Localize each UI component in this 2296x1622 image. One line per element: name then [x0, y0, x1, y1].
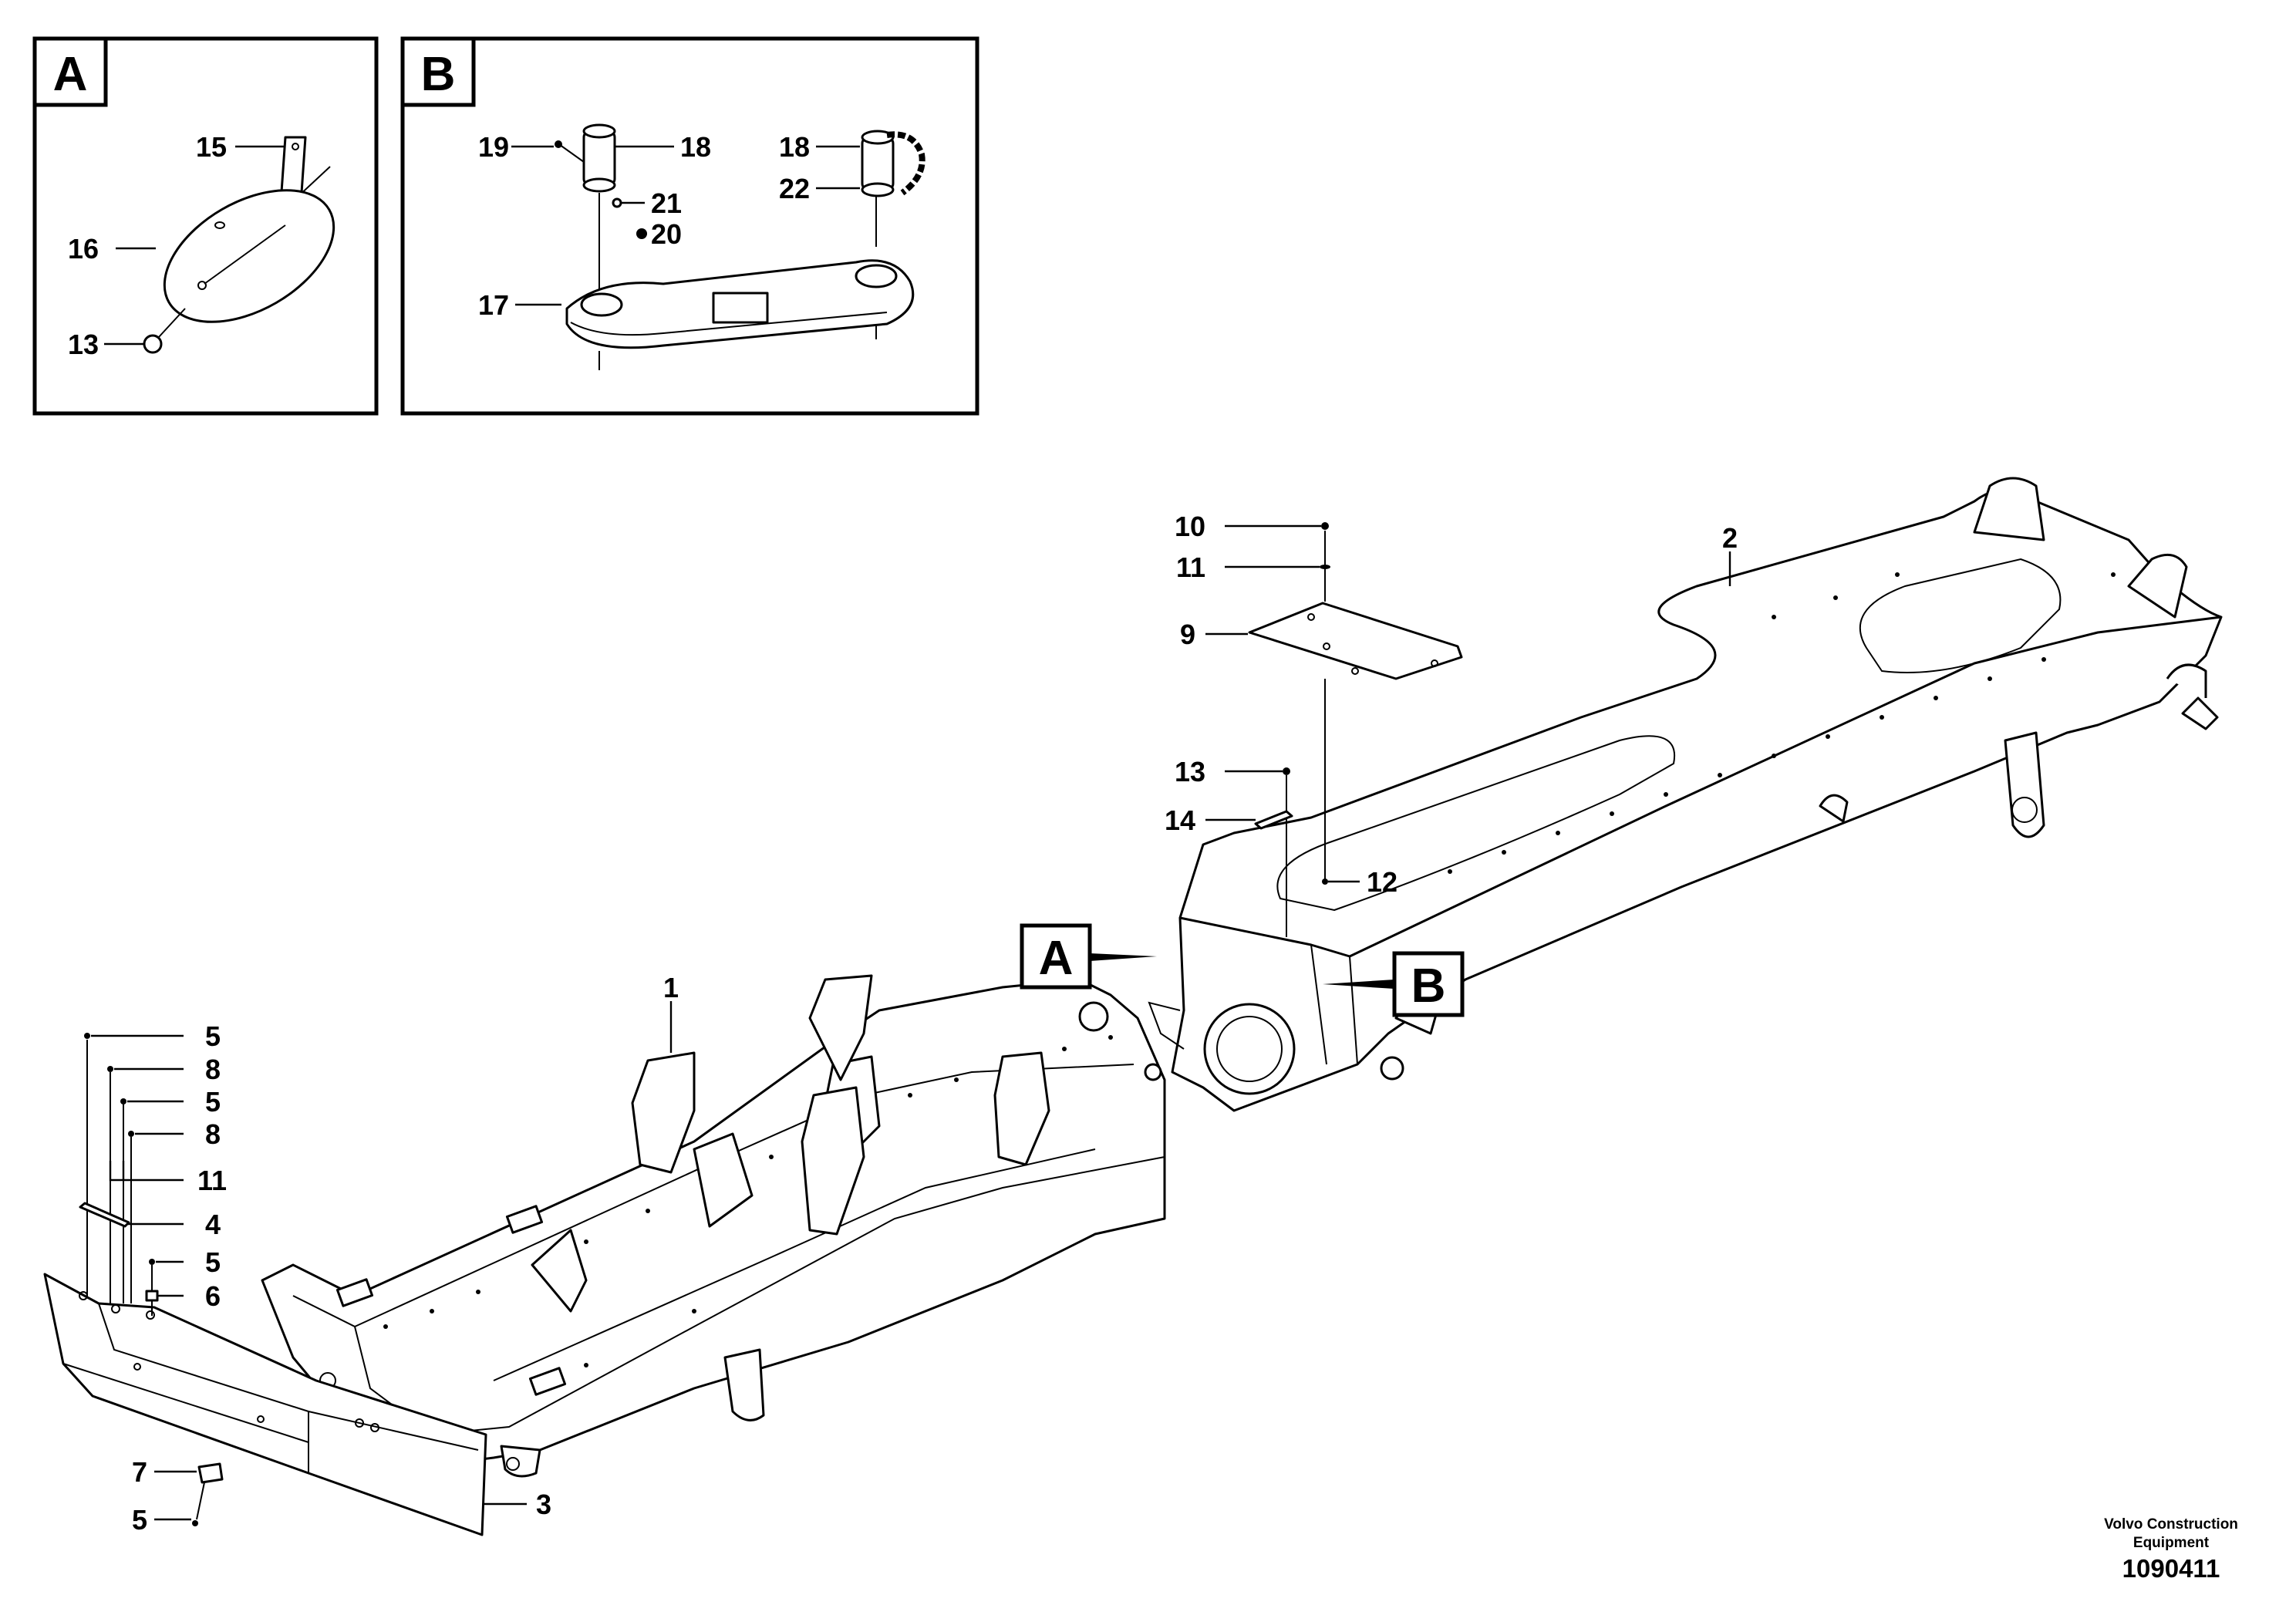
callout-9: 9: [1180, 619, 1195, 650]
callout-3: 3: [536, 1489, 551, 1520]
front-frame-bolt-pattern: [383, 1035, 1113, 1367]
detail-a-label-box: [32, 36, 108, 107]
callout-17: 17: [478, 289, 509, 321]
callout-18-right: 18: [779, 131, 810, 163]
washer-part-8-b: [128, 1131, 134, 1137]
callout-5-c: 5: [205, 1246, 221, 1278]
callout-19: 19: [478, 131, 509, 163]
callout-7: 7: [132, 1456, 147, 1488]
bolt-part-5-c: [149, 1259, 155, 1265]
bolt-part-10: [1321, 522, 1329, 530]
callout-14: 14: [1165, 804, 1195, 836]
front-frame-part-1: [261, 974, 1166, 1478]
callout-1: 1: [663, 972, 679, 1003]
front-frame-tower-1: [631, 1051, 696, 1174]
main-view-callouts: 10 11 9 13 14 12 2 1 3 5 8 5 8 11 4 5 6 …: [132, 511, 1738, 1536]
bushing-part-18-right: [861, 136, 895, 191]
detail-b-panel: B 19 18 21: [400, 36, 979, 416]
callout-4: 4: [205, 1209, 221, 1240]
callout-8-a: 8: [205, 1054, 221, 1085]
callout-15: 15: [196, 131, 227, 163]
main-view-leaders: [91, 524, 1731, 1521]
front-frame-tower-4: [993, 1051, 1050, 1166]
detail-a-label: A: [53, 48, 88, 101]
callout-11-left: 11: [197, 1165, 227, 1196]
front-frame-tower-2: [808, 974, 873, 1081]
callout-12: 12: [1367, 866, 1397, 898]
spacer-part-6: [145, 1290, 159, 1302]
plate-part-4: [79, 1202, 130, 1228]
footer-company-line2: Equipment: [2133, 1535, 2210, 1551]
view-marker-a-label: A: [1039, 932, 1074, 985]
link-rod-part-17: [565, 259, 915, 370]
drawing-footer: Volvo Construction Equipment 1090411: [2104, 1516, 2238, 1583]
counterweight-part-3: [43, 1273, 487, 1536]
view-marker-b: B: [1323, 951, 1465, 1017]
callout-5-a: 5: [205, 1020, 221, 1052]
callout-22: 22: [779, 173, 810, 204]
bushing-part-18: [582, 130, 616, 187]
chain-part-22: [886, 131, 925, 196]
callout-5-d: 5: [132, 1504, 147, 1536]
callout-13-main: 13: [1175, 756, 1205, 787]
counterweight-fasteners: [79, 1033, 224, 1526]
bolt-part-5-d: [192, 1520, 198, 1526]
view-marker-b-label: B: [1411, 959, 1446, 1013]
cover-plate-part-9: [1248, 602, 1463, 680]
callout-11-top: 11: [1176, 551, 1205, 583]
footer-company-line1: Volvo Construction: [2104, 1516, 2238, 1533]
bolt-part-12: [1322, 878, 1328, 885]
rear-frame-bolt-pattern: [1448, 572, 2116, 874]
spacer-part-7: [197, 1462, 224, 1484]
bolt-part-5-a: [84, 1033, 90, 1039]
callout-8-b: 8: [205, 1118, 221, 1150]
shim-part-14: [1254, 810, 1293, 830]
detail-b-label-box: [400, 36, 476, 107]
callout-5-b: 5: [205, 1086, 221, 1118]
washer-part-8-a: [107, 1066, 113, 1072]
rear-frame-part-2: [1148, 477, 2223, 1112]
callout-18-left: 18: [680, 131, 711, 163]
callout-10: 10: [1175, 511, 1205, 542]
callout-2: 2: [1722, 522, 1738, 554]
callout-6: 6: [205, 1280, 221, 1312]
view-marker-a: A: [1020, 923, 1157, 990]
callout-16: 16: [68, 233, 99, 265]
washer-part-11: [1320, 565, 1330, 569]
disc-part-16: [163, 189, 335, 323]
callout-20: 20: [651, 218, 682, 250]
drawing-number: 1090411: [2122, 1554, 2220, 1583]
callout-21: 21: [651, 187, 682, 219]
callout-13-detail-a: 13: [68, 329, 99, 360]
detail-a-panel: A 15 16 13: [32, 36, 379, 416]
bolt-part-13-main: [1283, 767, 1290, 775]
bolt-part-5-b: [120, 1098, 126, 1104]
detail-b-label: B: [421, 48, 456, 101]
front-frame-tower-3: [801, 1086, 865, 1236]
